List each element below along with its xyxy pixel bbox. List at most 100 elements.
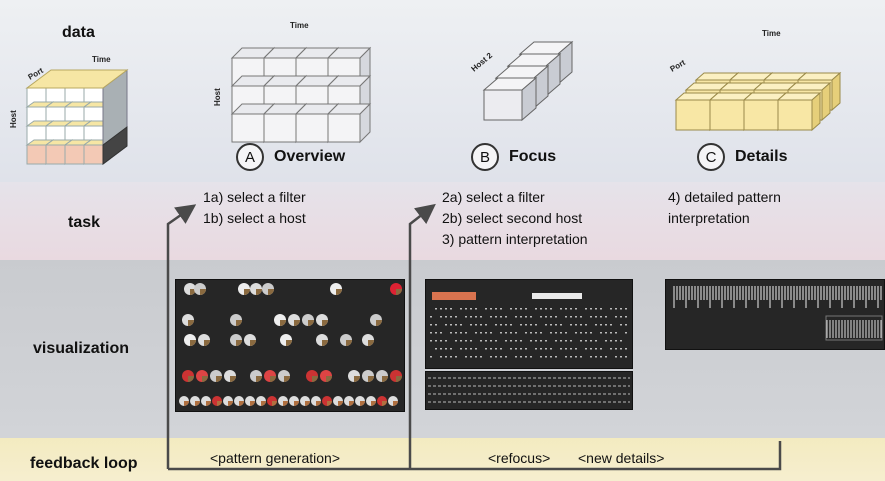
overview-glyph-slice [230, 376, 236, 382]
row-label-task: task [68, 214, 101, 231]
focus-track-tick [605, 324, 607, 326]
stage-title-details: Details [735, 148, 788, 165]
focus-track-tick [615, 348, 617, 350]
focus-track-tick [500, 356, 502, 358]
task-list-overview: 1a) select a filter 1b) select a host [203, 187, 306, 229]
focus-track-tick [625, 324, 627, 326]
focus-track-tick [535, 308, 537, 310]
focus-track-tick [440, 332, 442, 334]
focus-track-tick [575, 348, 577, 350]
focus-track-tick [515, 332, 517, 334]
stage-title-overview: Overview [274, 148, 346, 165]
focus-track-tick [580, 316, 582, 318]
focus-track-tick [580, 324, 582, 326]
overview-glyph-slice [312, 376, 318, 382]
focus-track-tick [485, 324, 487, 326]
feedback-band [0, 438, 885, 481]
focus-track-tick [600, 308, 602, 310]
overview-glyph-slice [206, 401, 211, 406]
focus-track-tick [430, 340, 432, 342]
overview-glyph-slice [256, 376, 262, 382]
overview-glyph-slice [202, 376, 208, 382]
focus-track-tick [590, 316, 592, 318]
focus-track-tick [545, 316, 547, 318]
focus-highlight-bar [432, 292, 476, 300]
focus-track-tick [535, 348, 537, 350]
overview-glyph-slice [305, 401, 310, 406]
focus-track-tick [625, 308, 627, 310]
focus-track-tick [510, 332, 512, 334]
focus-track-tick [545, 356, 547, 358]
overview-glyph-slice [396, 376, 402, 382]
focus-track-tick [565, 332, 567, 334]
focus-track-tick [495, 316, 497, 318]
focus-cube-cell [482, 76, 538, 122]
focus-track-tick [470, 348, 472, 350]
focus-track-tick [455, 324, 457, 326]
focus-track-tick [625, 356, 627, 358]
focus-track-tick [555, 324, 557, 326]
details-cube: Time Port [669, 29, 842, 132]
task-item: 4) detailed pattern [668, 189, 781, 205]
focus-track-tick [620, 348, 622, 350]
focus-track-tick [590, 340, 592, 342]
focus-track-tick [465, 356, 467, 358]
focus-track-tick [500, 332, 502, 334]
overview-glyph-slice [217, 401, 222, 406]
task-item: 1b) select a host [203, 210, 306, 226]
overview-glyph-slice [286, 340, 292, 346]
focus-track-tick [455, 340, 457, 342]
focus-track-tick [610, 308, 612, 310]
focus-track-tick [595, 340, 597, 342]
overview-glyph-slice [294, 401, 299, 406]
focus-track-tick [525, 356, 527, 358]
focus-track-tick [560, 348, 562, 350]
focus-track-tick [430, 356, 432, 358]
overview-glyph-slice [316, 401, 321, 406]
overview-glyph-slice [360, 401, 365, 406]
overview-glyph-slice [204, 340, 210, 346]
focus-track-tick [445, 348, 447, 350]
focus-track-tick [535, 324, 537, 326]
focus-track-tick [475, 332, 477, 334]
focus-track-tick [460, 308, 462, 310]
focus-track-tick [505, 356, 507, 358]
focus-track-tick [500, 324, 502, 326]
overview-visualization [175, 279, 405, 412]
focus-track-tick [615, 332, 617, 334]
focus-track-tick [525, 316, 527, 318]
focus-track-tick [520, 316, 522, 318]
focus-track-tick [465, 316, 467, 318]
focus-track-tick [445, 324, 447, 326]
focus-track-tick [470, 340, 472, 342]
focus-track-tick [600, 324, 602, 326]
focus-track-tick [570, 356, 572, 358]
focus-track-tick [475, 308, 477, 310]
overview-glyph-slice [236, 320, 242, 326]
focus-track-tick [445, 308, 447, 310]
focus-track-tick [530, 316, 532, 318]
feedback-new-details: <new details> [578, 450, 665, 466]
focus-track-tick [585, 348, 587, 350]
focus-track-tick [490, 340, 492, 342]
task-list-details: 4) detailed pattern interpretation [668, 187, 781, 229]
overview-glyph-slice [326, 376, 332, 382]
focus-track-tick [520, 308, 522, 310]
focus-track-tick [560, 332, 562, 334]
focus-track-tick [595, 308, 597, 310]
focus-track-tick [485, 348, 487, 350]
focus-track-tick [460, 332, 462, 334]
task-item: 2a) select a filter [442, 189, 545, 205]
focus-track-tick [500, 308, 502, 310]
focus-track-tick [495, 340, 497, 342]
focus-track-tick [460, 324, 462, 326]
data-cube-side-label: Host [9, 110, 18, 128]
focus-track-tick [615, 316, 617, 318]
overview-glyph-slice [250, 401, 255, 406]
focus-track-tick [495, 348, 497, 350]
focus-track-tick [445, 316, 447, 318]
focus-track-tick [620, 316, 622, 318]
focus-track-tick [605, 316, 607, 318]
focus-track-tick [550, 324, 552, 326]
focus-track-tick [605, 332, 607, 334]
